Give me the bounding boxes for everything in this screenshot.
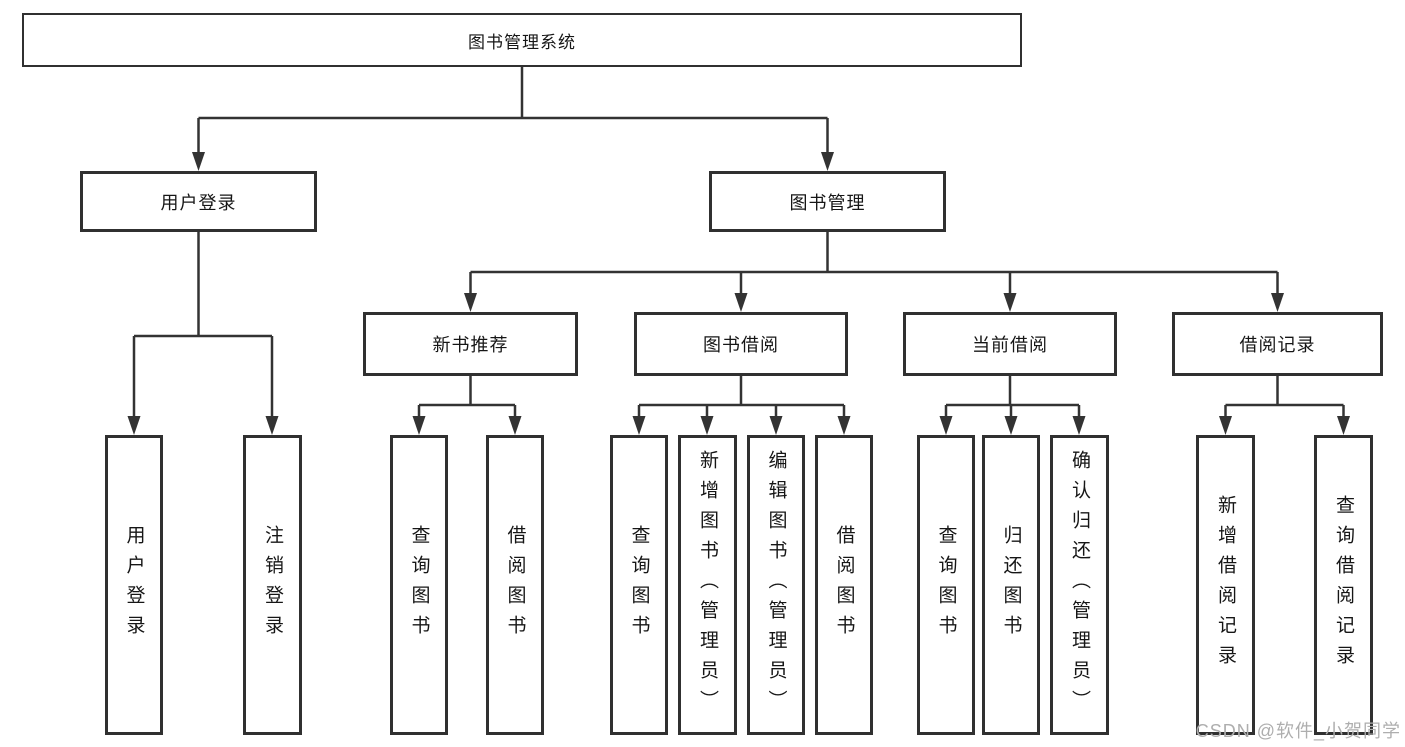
leaf-label: 借阅图书: [833, 525, 855, 645]
leaf-edit-book-admin: 编辑图书（管理员）: [747, 435, 805, 735]
leaf-recommend-borrow-book: 借阅图书: [486, 435, 544, 735]
node-new-book-recommend: 新书推荐: [363, 312, 578, 376]
leaf-label: 查询图书: [408, 525, 430, 645]
leaf-label: 用户登录: [123, 525, 145, 645]
connector-user-login-to-leaves: [127, 232, 279, 435]
connector-borrow-record-to-leaves: [1219, 376, 1350, 435]
node-label: 图书管理: [789, 192, 866, 213]
node-label: 用户登录: [160, 192, 237, 213]
leaf-confirm-return-admin: 确认归还（管理员）: [1050, 435, 1109, 735]
node-label: 当前借阅: [972, 335, 1048, 355]
leaf-borrow-book: 借阅图书: [815, 435, 873, 735]
node-label: 图书管理系统: [468, 32, 576, 52]
leaf-query-borrow-record: 查询借阅记录: [1314, 435, 1373, 735]
node-book-management: 图书管理: [709, 171, 946, 232]
connector-root-to-level2: [192, 67, 834, 171]
connector-new-book-to-leaves: [412, 376, 522, 435]
leaf-logout: 注销登录: [243, 435, 302, 735]
node-current-borrow: 当前借阅: [903, 312, 1117, 376]
node-label: 新书推荐: [432, 335, 509, 355]
leaf-label: 归还图书: [1000, 525, 1022, 645]
csdn-watermark: CSDN @软件_小贺同学: [1195, 721, 1401, 741]
leaf-label: 查询图书: [935, 525, 957, 645]
leaf-add-book-admin: 新增图书（管理员）: [678, 435, 737, 735]
leaf-label: 注销登录: [262, 525, 283, 645]
leaf-label: 查询图书: [628, 525, 650, 645]
leaf-current-query-book: 查询图书: [917, 435, 975, 735]
node-label: 借阅记录: [1239, 335, 1316, 355]
leaf-add-borrow-record: 新增借阅记录: [1196, 435, 1255, 735]
node-library-management-system: 图书管理系统: [22, 13, 1022, 67]
connector-book-mgmt-to-level3: [464, 232, 1284, 312]
connector-book-borrow-to-leaves: [632, 376, 851, 435]
leaf-label: 确认归还（管理员）: [1069, 450, 1090, 720]
leaf-recommend-query-book: 查询图书: [390, 435, 448, 735]
node-book-borrow: 图书借阅: [634, 312, 848, 376]
leaf-label: 借阅图书: [504, 525, 526, 645]
leaf-label: 新增借阅记录: [1215, 495, 1236, 675]
leaf-label: 新增图书（管理员）: [697, 450, 718, 720]
node-label: 图书借阅: [703, 335, 779, 355]
node-user-login-module: 用户登录: [80, 171, 317, 232]
node-borrow-record: 借阅记录: [1172, 312, 1383, 376]
leaf-label: 查询借阅记录: [1333, 495, 1354, 675]
connector-current-borrow-to-leaves: [939, 376, 1086, 435]
leaf-return-book: 归还图书: [982, 435, 1040, 735]
leaf-user-login: 用户登录: [105, 435, 163, 735]
leaf-label: 编辑图书（管理员）: [765, 450, 787, 720]
leaf-borrow-query-book: 查询图书: [610, 435, 668, 735]
